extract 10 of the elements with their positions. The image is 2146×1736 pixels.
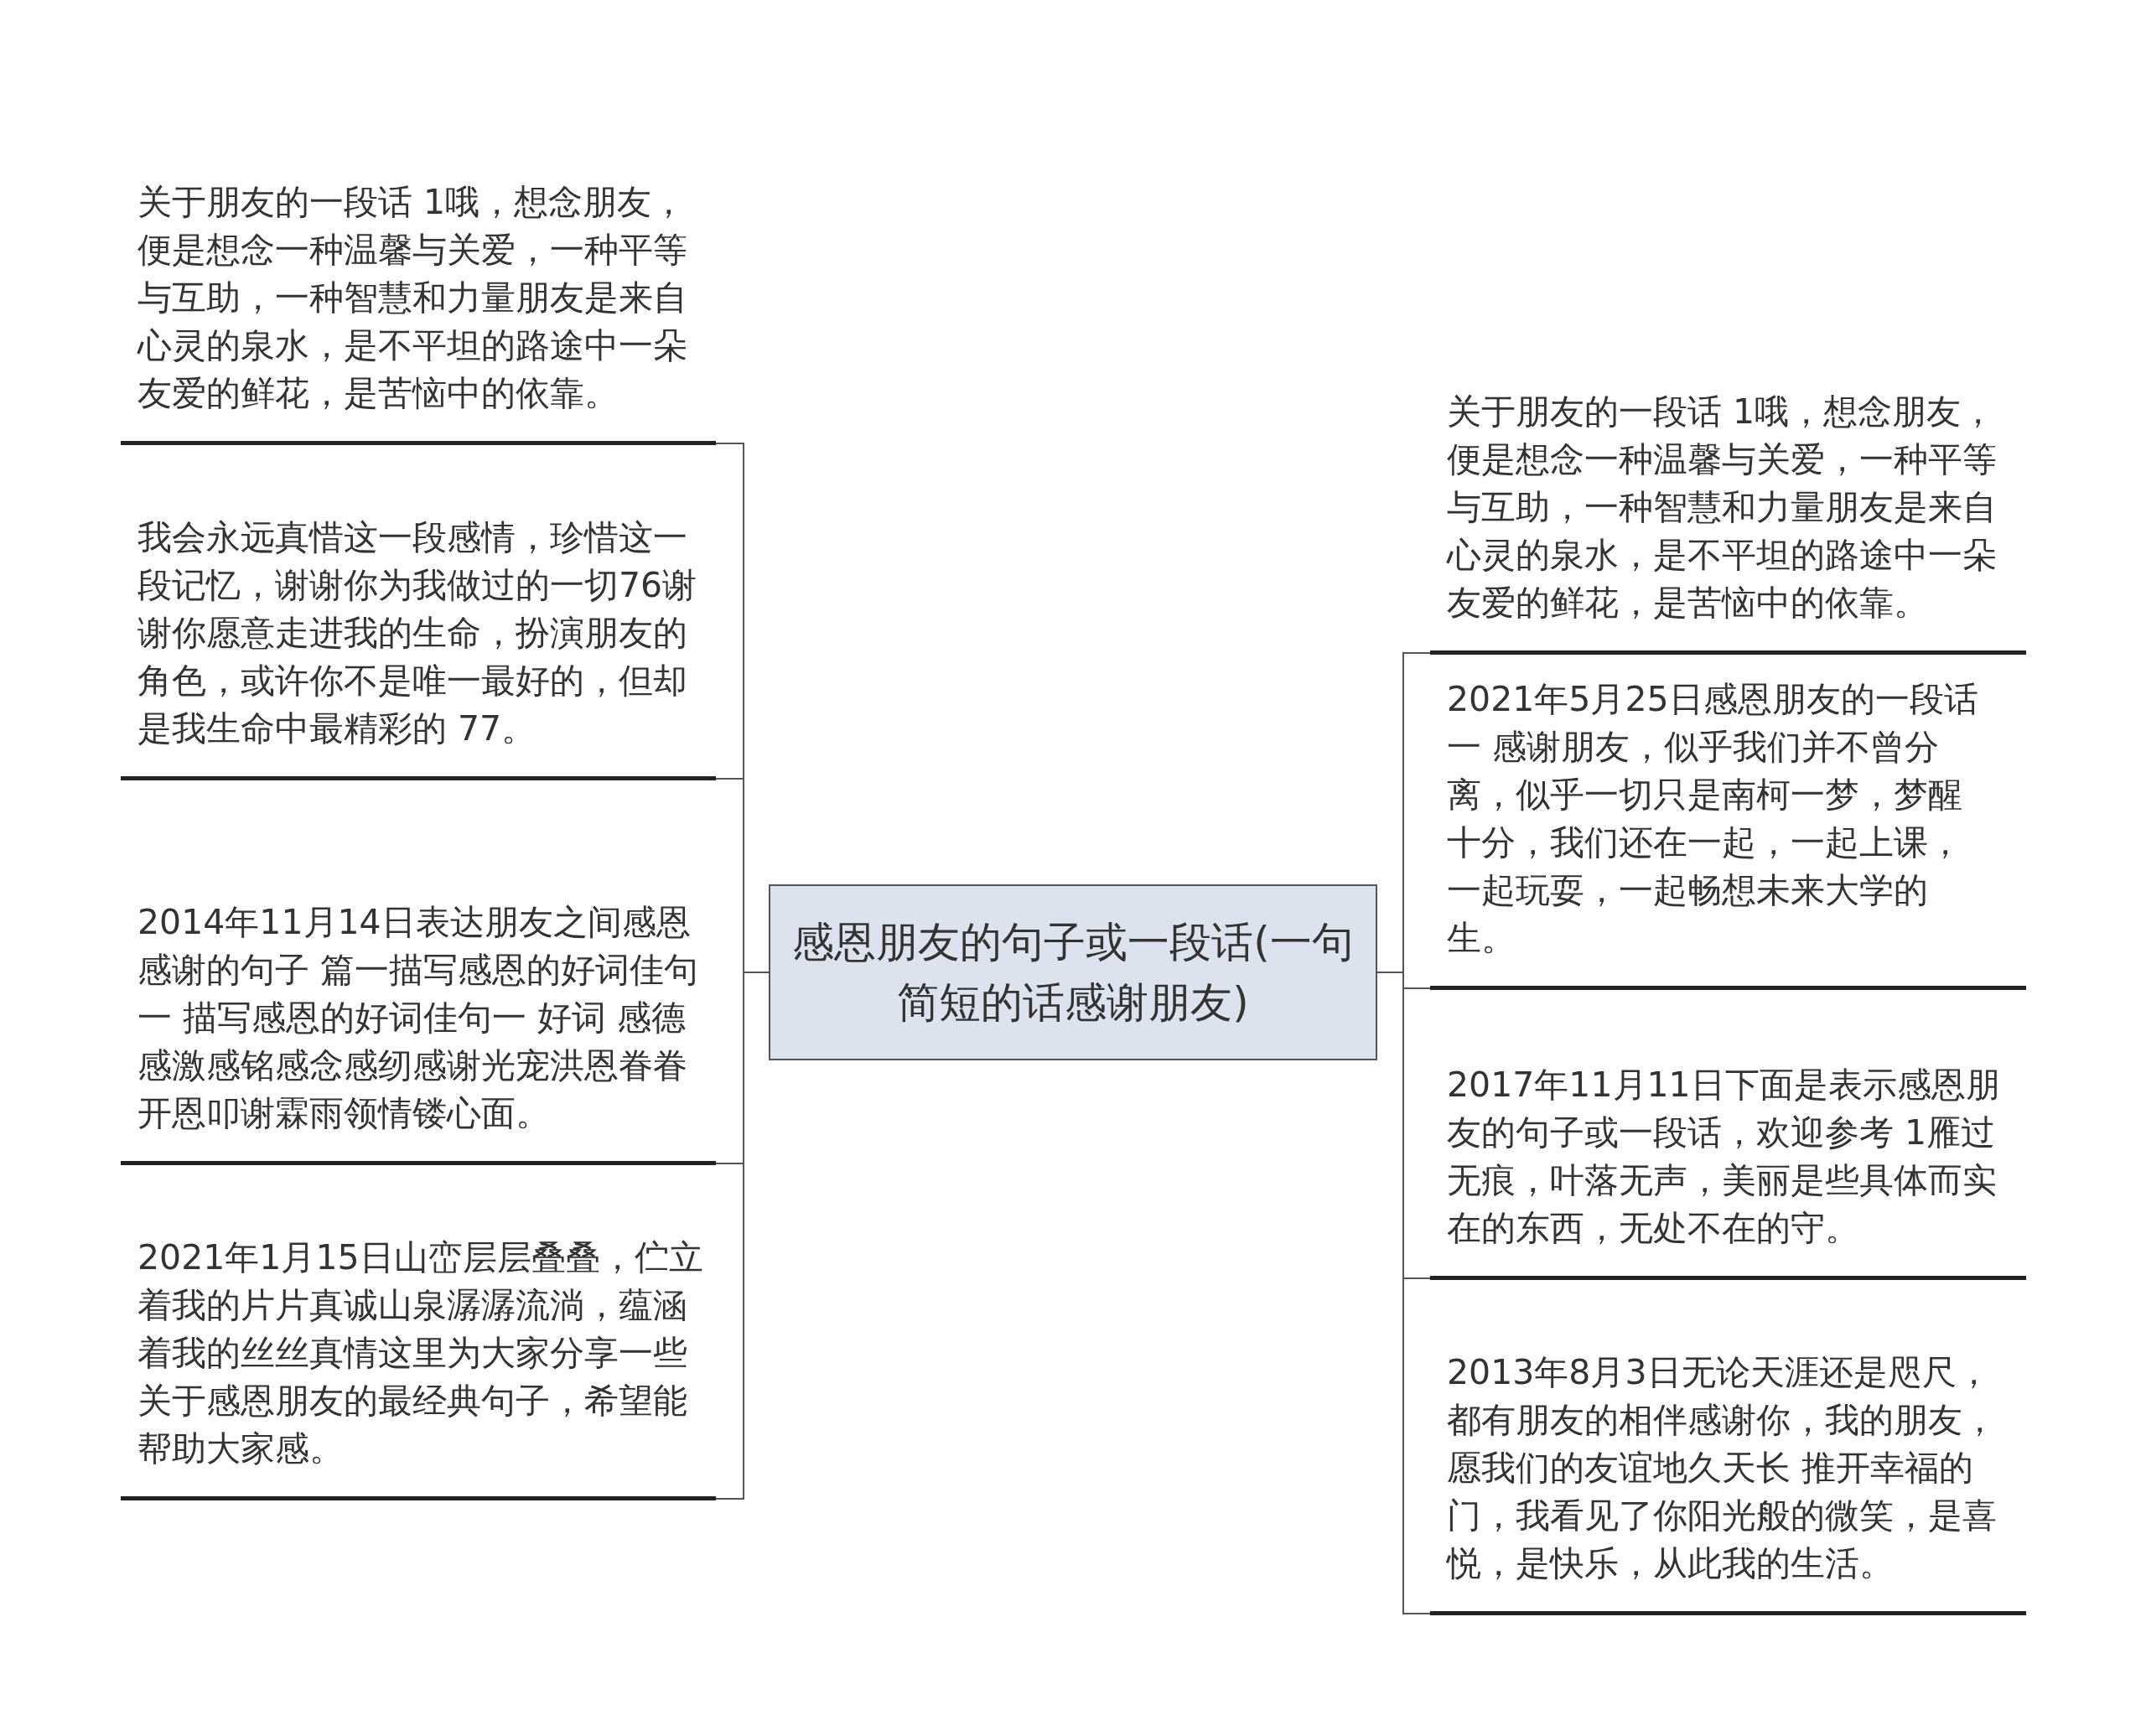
topic-text: 2017年11月11日下面是表示感恩朋友的句子或一段话，欢迎参考 1雁过无痕，叶落无声，美丽是些具体而实在的东西，无处不在的守。	[1447, 1064, 2001, 1250]
topic-text: 2021年1月15日山峦层层叠叠，伫立着我的片片真诚山泉潺潺流淌，蕴涵着我的丝丝真情这里为大家分享一些关于感恩朋友的最经典句子，希望能帮助大家感。	[137, 1236, 704, 1470]
topic-text: 关于朋友的一段话 1哦，想念朋友，便是想念一种温馨与关爱，一种平等与互助，一种智慧和力量朋友是来自心灵的泉水，是不平坦的路途中一朵友爱的鲜花，是苦恼中的依靠。	[1447, 391, 1998, 624]
topic-text: 关于朋友的一段话 1哦，想念朋友，便是想念一种温馨与关爱，一种平等与互助，一种智慧和力量朋友是来自心灵的泉水，是不平坦的路途中一朵友爱的鲜花，是苦恼中的依靠。	[137, 181, 688, 415]
topic-text: 我会永远真惜这一段感情，珍惜这一段记忆，谢谢你为我做过的一切76谢谢你愿意走进我的生命，扮演朋友的角色，或许你不是唯一最好的，但却是我生命中最精彩的 77。	[137, 516, 698, 750]
topic-text: 2013年8月3日无论天涯还是咫尺，都有朋友的相伴感谢你，我的朋友，愿我们的友谊地久天长 推开幸福的门，我看见了你阳光般的微笑，是喜悦，是快乐，从此我的生活。	[1447, 1351, 1998, 1585]
topic-text: 2014年11月14日表达朋友之间感恩感谢的句子 篇一描写感恩的好词佳句一 描写感恩的好词佳句一 好词 感德感激感铭感念感纫感谢光宠洪恩眷眷开恩叩谢霖雨领情镂心面。	[137, 901, 700, 1135]
topic-text: 2021年5月25日感恩朋友的一段话一 感谢朋友，似乎我们并不曾分离，似乎一切只是南柯一梦，梦醒十分，我们还在一起，一起上课，一起玩耍，一起畅想未来大学的生。	[1447, 678, 1979, 960]
central-topic-box	[769, 884, 1377, 1060]
topic-title: 感恩朋友的句子或一段话(一句简短的话感谢朋友)	[791, 917, 1355, 1029]
